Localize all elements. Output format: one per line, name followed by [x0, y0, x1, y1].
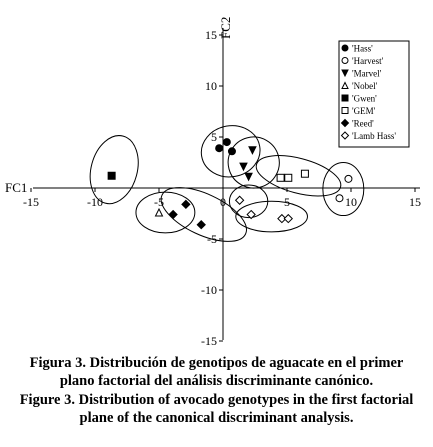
legend-label: 'Reed' — [352, 119, 374, 129]
y-tick-label: 15 — [205, 28, 217, 42]
x-tick-label: 10 — [345, 195, 357, 209]
x-axis-label: FC1 — [5, 180, 27, 195]
x-tick-label: 0 — [220, 195, 226, 209]
data-point — [215, 144, 224, 153]
data-point — [277, 213, 287, 224]
x-tick-label: -5 — [154, 195, 164, 209]
caption-en-line-2: plane of the canonical discriminant anal… — [79, 410, 354, 426]
legend-label: 'Gwen' — [352, 94, 377, 104]
data-point — [300, 169, 309, 178]
legend-box — [338, 40, 410, 148]
caption-en-line-1: Figure 3. Distribution of avocado genoty… — [19, 392, 414, 408]
caption-english: Figure 3. Distribution of avocado genoty… — [0, 391, 433, 427]
legend-marker — [341, 107, 349, 114]
data-point — [276, 173, 285, 182]
data-point — [244, 172, 253, 182]
legend-label: 'Lamb Hass' — [352, 131, 396, 141]
legend-label: 'Hass' — [352, 44, 373, 54]
data-points — [107, 138, 353, 230]
legend-marker — [341, 94, 349, 102]
data-point — [168, 209, 178, 220]
x-tick-label: 5 — [284, 195, 290, 209]
data-point — [196, 220, 206, 230]
group-ellipse — [200, 125, 261, 178]
x-tick-label: 15 — [409, 195, 421, 209]
scatter-chart: -15 -10 -5 0 5 10 15 15 10 5 -5 -10 -15 FC1 FC2 'Has… — [5, 17, 421, 348]
data-point — [222, 138, 231, 147]
axis-ticks: -15 -10 -5 0 5 10 15 15 10 5 -5 -10 -15 — [23, 28, 421, 348]
legend-marker — [341, 69, 349, 78]
legend-items: 'Hass' 'Harvest' 'Marvel' 'Nobel' 'Gwen' 'GEM… — [340, 44, 396, 141]
y-axis-label: FC2 — [218, 17, 233, 39]
caption-es-line-2: plano factorial del análisis discriminan… — [59, 373, 374, 389]
legend-label: 'Harvest' — [352, 56, 384, 66]
group-ellipse — [135, 191, 196, 234]
y-tick-label: 10 — [205, 79, 217, 93]
data-point — [248, 146, 257, 155]
legend-label: 'Marvel' — [352, 69, 382, 79]
group-ellipse — [255, 155, 342, 197]
data-point — [284, 173, 293, 182]
data-point — [227, 147, 236, 156]
data-point — [344, 174, 353, 183]
x-tick-label: -10 — [87, 195, 103, 209]
group-ellipse — [235, 200, 308, 233]
group-ellipse — [89, 135, 139, 205]
legend-marker — [340, 118, 350, 128]
legend-marker — [341, 81, 349, 89]
legend-label: 'GEM' — [352, 106, 376, 116]
data-point — [239, 162, 248, 172]
legend: 'Hass' 'Harvest' 'Marvel' 'Nobel' 'Gwen' 'GEM… — [338, 40, 410, 148]
data-point — [283, 213, 293, 224]
data-point — [181, 199, 191, 210]
y-tick-label: 5 — [211, 130, 217, 144]
caption-es-line-1: Figura 3. Distribución de genotipos de a… — [29, 355, 404, 371]
x-tick-label: -15 — [23, 195, 39, 209]
y-tick-label: -10 — [201, 283, 217, 297]
data-point — [154, 207, 164, 217]
caption-spanish: Figura 3. Distribución de genotipos de a… — [0, 354, 433, 390]
y-tick-label: -5 — [207, 232, 217, 246]
group-ellipse — [160, 187, 247, 242]
legend-marker — [341, 57, 349, 64]
data-point — [234, 195, 245, 205]
legend-marker — [341, 44, 349, 52]
group-ellipse — [228, 184, 269, 219]
axes — [33, 28, 420, 340]
y-tick-label: -15 — [201, 334, 217, 348]
data-point — [107, 171, 116, 180]
group-ellipses — [89, 125, 365, 242]
data-point — [335, 194, 344, 203]
legend-marker — [340, 131, 350, 140]
legend-label: 'Nobel' — [352, 81, 378, 91]
data-point — [246, 209, 256, 220]
group-ellipse — [322, 162, 365, 217]
